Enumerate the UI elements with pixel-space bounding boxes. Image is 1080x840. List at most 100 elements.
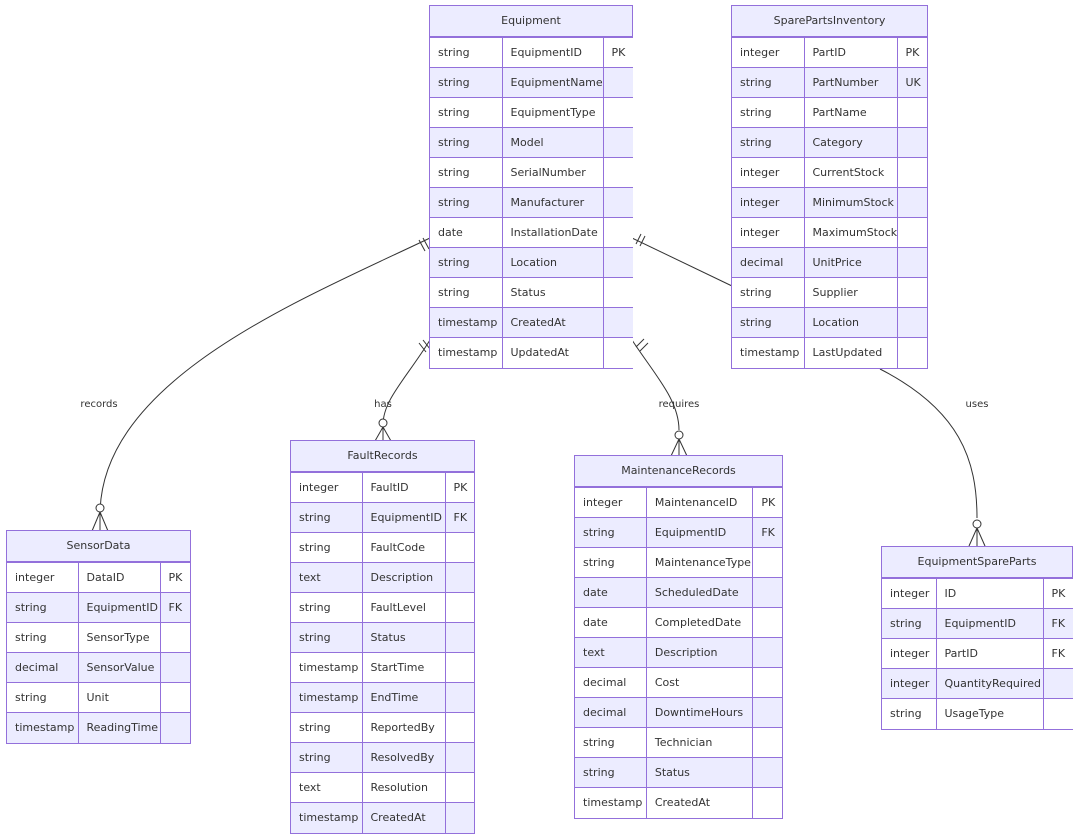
attribute-type: string (430, 37, 502, 68)
attribute-name: UpdatedAt (501, 337, 603, 368)
attribute-type: string (7, 622, 78, 653)
attribute-key: PK (752, 487, 782, 518)
attribute-type: string (430, 97, 502, 128)
attribute-type: timestamp (291, 652, 362, 683)
attribute-type: text (291, 562, 362, 593)
attribute-name: EquipmentName (501, 67, 603, 98)
attribute-name: EquipmentID (501, 37, 603, 68)
attribute-type: integer (882, 668, 936, 699)
attribute-name: UnitPrice (803, 247, 897, 278)
attribute-type: timestamp (575, 787, 647, 818)
attribute-key (752, 667, 782, 698)
attribute-key (444, 682, 474, 713)
attribute-key (602, 217, 633, 248)
attribute-type: timestamp (291, 682, 362, 713)
attribute-name: Resolution (361, 772, 445, 803)
attribute-name: ResolvedBy (361, 742, 445, 773)
attribute-type: string (575, 757, 647, 788)
attribute-key (602, 67, 633, 98)
attribute-key: FK (159, 592, 190, 623)
attribute-key (444, 742, 474, 773)
attribute-type: date (430, 217, 502, 248)
edge-records (99, 237, 431, 516)
attribute-key (159, 622, 190, 653)
attribute-key: PK (159, 562, 190, 593)
attribute-type: string (882, 608, 936, 639)
attribute-key (159, 712, 190, 743)
attribute-type: date (575, 577, 647, 608)
attribute-name: MinimumStock (803, 187, 897, 218)
attribute-name: Model (501, 127, 603, 158)
attribute-name: Supplier (803, 277, 897, 308)
attribute-key: PK (602, 37, 633, 68)
attribute-name: SensorType (77, 622, 160, 653)
attribute-key (602, 127, 633, 158)
entity-title: MaintenanceRecords (575, 456, 782, 487)
attribute-type: string (430, 127, 502, 158)
attribute-key (896, 97, 927, 128)
attribute-key (602, 247, 633, 278)
attribute-key (444, 712, 474, 743)
attribute-name: Manufacturer (501, 187, 603, 218)
attribute-type: decimal (732, 247, 804, 278)
attribute-key (752, 697, 782, 728)
attribute-name: QuantityRequired (935, 668, 1043, 699)
attribute-key (159, 682, 190, 713)
attribute-name: Status (361, 622, 445, 653)
entity-title: Equipment (430, 6, 632, 37)
attribute-key (602, 337, 633, 368)
attribute-key (896, 157, 927, 188)
attribute-type: string (291, 712, 362, 743)
edge-equipment-spareparts-start-marker (635, 233, 646, 247)
attribute-type: integer (882, 578, 936, 609)
attribute-key (896, 277, 927, 308)
attribute-name: Description (361, 562, 445, 593)
attribute-key (602, 97, 633, 128)
attribute-key (444, 532, 474, 563)
attribute-key (896, 307, 927, 338)
attribute-key (752, 727, 782, 758)
attribute-name: SensorValue (77, 652, 160, 683)
attribute-key (752, 787, 782, 818)
attribute-type: string (7, 682, 78, 713)
attribute-name: LastUpdated (803, 337, 897, 368)
attribute-name: EquipmentID (935, 608, 1043, 639)
attribute-key (896, 187, 927, 218)
relationship-label-requires: requires (658, 399, 700, 410)
attribute-key (602, 277, 633, 308)
